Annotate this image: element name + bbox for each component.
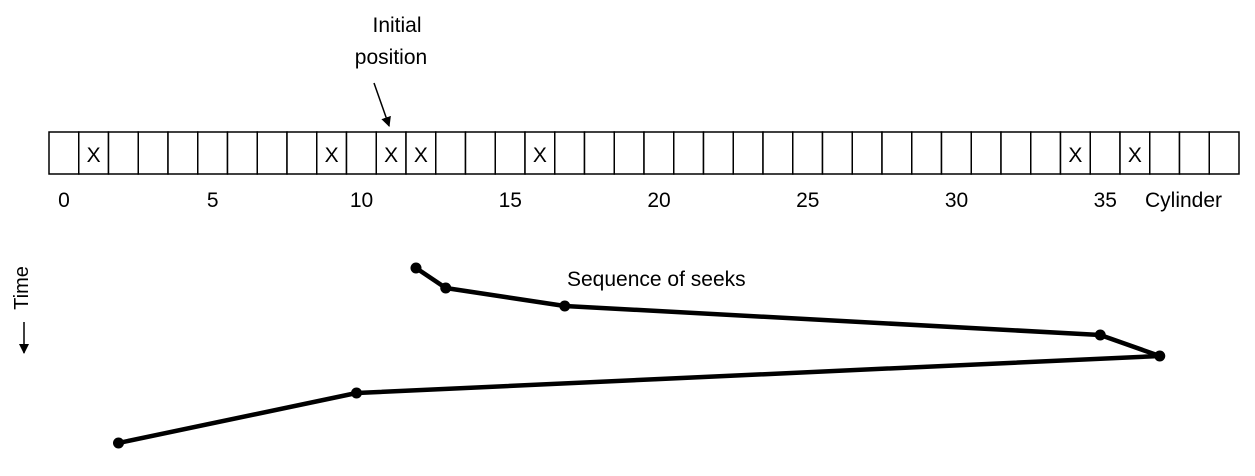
seek-point-cyl-17 <box>559 300 571 312</box>
seek-sequence-label: Sequence of seeks <box>567 268 746 291</box>
cylinder-cell-29 <box>911 131 943 175</box>
seek-point-cyl-10 <box>351 387 362 399</box>
seek-point-cyl-2 <box>113 437 124 449</box>
cylinder-cell-19 <box>613 131 645 175</box>
cylinder-cell-23 <box>732 131 764 175</box>
seek-segment-2 <box>562 303 1103 338</box>
cylinder-cell-32 <box>1000 131 1032 175</box>
cylinder-cell-21 <box>673 131 705 175</box>
seek-segment-0 <box>413 265 448 291</box>
cylinder-tick-35: 35 <box>1094 189 1117 212</box>
seek-point-cyl-12 <box>410 262 422 274</box>
seek-segment-3 <box>1098 332 1162 359</box>
cylinder-cell-18 <box>583 131 615 175</box>
request-mark-34: X <box>1068 144 1082 167</box>
cylinder-cell-26 <box>821 131 853 175</box>
cylinder-cell-25 <box>792 131 824 175</box>
cylinder-cell-14 <box>464 131 496 175</box>
seek-sequence-path <box>113 262 1166 449</box>
cylinder-cell-38 <box>1178 131 1210 175</box>
cylinder-cell-2 <box>107 131 139 175</box>
cylinder-cell-35 <box>1089 131 1121 175</box>
cylinder-cell-15 <box>494 131 526 175</box>
cylinder-cell-39 <box>1208 131 1240 175</box>
cylinder-tick-15: 15 <box>499 189 522 212</box>
seek-point-cyl-13 <box>440 282 452 294</box>
cylinder-cell-20 <box>643 131 675 175</box>
seek-segment-5 <box>116 390 359 446</box>
cylinder-cell-31 <box>970 131 1002 175</box>
initial-position-arrow <box>373 82 391 127</box>
cylinder-cell-8 <box>286 131 318 175</box>
cylinder-tick-30: 30 <box>945 189 968 212</box>
cylinder-cell-3 <box>137 131 169 175</box>
request-mark-1: X <box>87 144 101 167</box>
seek-segment-4 <box>354 353 1162 396</box>
cylinder-tick-labels: 0 5 10 15 20 25 30 35 <box>58 189 1117 212</box>
cylinder-cell-7 <box>256 131 288 175</box>
request-mark-12: X <box>414 144 428 167</box>
cylinder-cell-24 <box>762 131 794 175</box>
request-mark-16: X <box>533 144 547 167</box>
cylinder-cell-17 <box>554 131 586 175</box>
seek-point-cyl-35 <box>1094 329 1106 341</box>
cylinder-cell-5 <box>197 131 229 175</box>
cylinder-tick-10: 10 <box>350 189 373 212</box>
cylinder-tick-5: 5 <box>207 189 219 212</box>
cylinder-cell-37 <box>1149 131 1181 175</box>
cylinder-cell-9 <box>316 131 348 175</box>
cylinder-cell-27 <box>851 131 883 175</box>
cylinder-axis-label: Cylinder <box>1145 189 1222 212</box>
cylinder-cell-1 <box>78 131 110 175</box>
request-mark-36: X <box>1128 144 1142 167</box>
cylinder-cell-33 <box>1030 131 1062 175</box>
time-axis-label: Time <box>11 266 33 310</box>
cylinder-cell-0 <box>48 131 80 175</box>
cylinder-cell-10 <box>345 131 377 175</box>
cylinder-cell-11 <box>375 131 407 175</box>
cylinder-cell-28 <box>881 131 913 175</box>
cylinder-tick-20: 20 <box>647 189 670 212</box>
seek-point-cyl-37 <box>1154 350 1166 362</box>
cylinder-cell-4 <box>167 131 199 175</box>
cylinder-tick-25: 25 <box>796 189 819 212</box>
initial-position-label-line1: Initial <box>372 14 421 37</box>
cylinder-tick-0: 0 <box>58 189 70 212</box>
cylinder-strip <box>48 131 1240 175</box>
cylinder-cell-13 <box>435 131 467 175</box>
cylinder-cell-16 <box>524 131 556 175</box>
request-mark-9: X <box>325 144 339 167</box>
initial-position-label-line2: position <box>355 46 427 69</box>
cylinder-cell-22 <box>702 131 734 175</box>
cylinder-cell-36 <box>1119 131 1151 175</box>
cylinder-cell-30 <box>940 131 972 175</box>
cylinder-cell-34 <box>1059 131 1091 175</box>
request-mark-11: X <box>384 144 398 167</box>
seek-segment-1 <box>443 285 567 309</box>
cylinder-cell-6 <box>226 131 258 175</box>
